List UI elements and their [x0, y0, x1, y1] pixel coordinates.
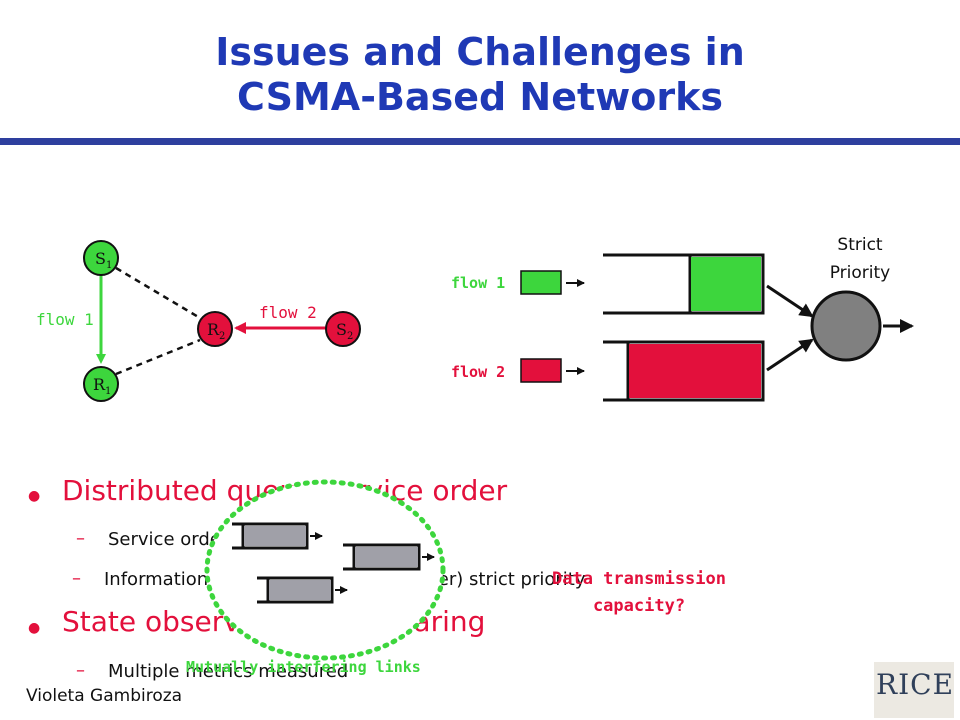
link-queue-3 — [257, 576, 348, 604]
rice-logo-text: RICE — [876, 668, 955, 701]
flow1-queue-buffer — [603, 253, 765, 315]
title-line-2: CSMA-Based Networks — [237, 75, 723, 119]
rice-logo — [874, 662, 954, 718]
flow2-queue-buffer — [603, 340, 765, 402]
node-r1-sub: 1 — [105, 386, 111, 397]
bullet-2-sub-1-text: Multiple metrics measured — [108, 661, 349, 682]
title-line-1: Issues and Challenges in — [215, 30, 745, 74]
slide-title: Issues and Challenges in CSMA-Based Netw… — [0, 30, 960, 120]
bullet-1-sub-2-dash: – — [72, 568, 81, 589]
flow1-queued-packet — [691, 257, 761, 311]
node-s2: S 2 — [325, 311, 361, 347]
capacity-callout-line1: Data transmission — [552, 569, 726, 589]
footer-author: Violeta Gambiroza — [26, 686, 183, 706]
flow1-packet-icon — [520, 270, 562, 295]
topology-flow1-label: flow 1 — [36, 310, 94, 329]
capacity-callout: Data transmission capacity? — [524, 566, 754, 620]
node-s2-sub: 2 — [347, 331, 353, 342]
node-s1-label: S — [95, 249, 106, 268]
topology-flow2-label: flow 2 — [259, 303, 317, 322]
node-r2: R 2 — [197, 311, 233, 347]
node-s1-sub: 1 — [106, 260, 112, 271]
link-queue-2 — [343, 543, 435, 571]
bullet-2-sub-1-dash: – — [76, 660, 85, 681]
bullet-1-sub-1-text: Service order — [108, 529, 229, 550]
scheduler-flow2-label: flow 2 — [451, 363, 506, 381]
node-s1: S 1 — [83, 240, 119, 276]
bullet-1-dot: ● — [28, 488, 41, 504]
interference-link-s1-r2 — [115, 266, 201, 320]
node-r1: R 1 — [83, 366, 119, 402]
interference-link-r1-r2 — [115, 338, 201, 376]
node-r1-label: R — [93, 375, 106, 394]
title-divider — [0, 138, 960, 145]
flow2-to-server-arrow — [766, 338, 814, 372]
flow1-to-server-arrow — [766, 284, 814, 318]
scheduler-flow1-label: flow 1 — [451, 274, 506, 292]
capacity-callout-line2: capacity? — [592, 596, 686, 616]
scheduler-title-line2: Priority — [830, 263, 891, 283]
scheduler-title-line1: Strict — [837, 235, 883, 255]
flow2-queued-packet — [629, 344, 761, 398]
bullet-2-dot: ● — [28, 620, 41, 636]
bullet-1-sub-1-dash: – — [76, 528, 85, 549]
priority-server — [810, 290, 882, 362]
node-r2-label: R — [207, 320, 220, 339]
flow2-packet-icon — [520, 358, 562, 383]
link-queue-1 — [232, 522, 323, 550]
node-r2-sub: 2 — [219, 331, 225, 342]
node-s2-label: S — [336, 320, 347, 339]
interfering-links-label: Mutually interfering links — [186, 658, 421, 676]
